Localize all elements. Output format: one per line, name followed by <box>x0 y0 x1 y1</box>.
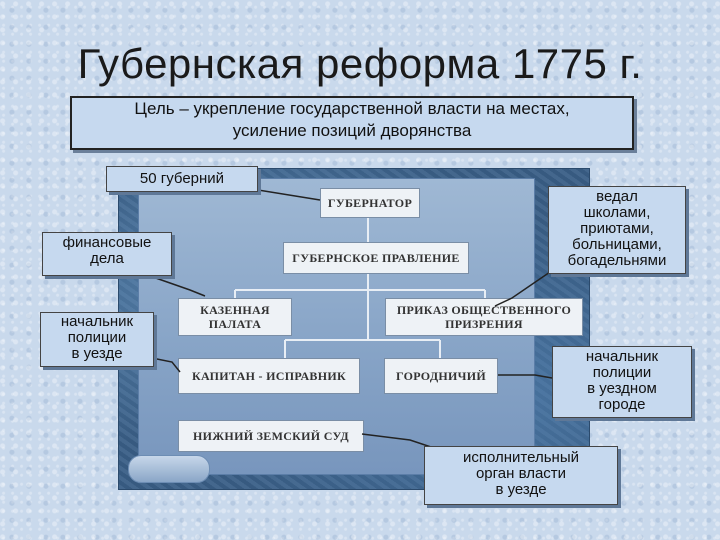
org-charity-line-1: ПРИКАЗ ОБЩЕСТВЕННОГО <box>396 303 572 317</box>
callout-executive-line-1: исполнительный <box>463 449 579 466</box>
org-lower-zemstvo-court: НИЖНИЙ ЗЕМСКИЙ СУД <box>178 420 364 452</box>
callout-executive-line-2: орган власти <box>475 465 567 482</box>
callout-finance-line-1: финансовые <box>62 234 152 251</box>
org-treasury: КАЗЕННАЯ ПАЛАТА <box>178 298 292 336</box>
org-public-charity: ПРИКАЗ ОБЩЕСТВЕННОГО ПРИЗРЕНИЯ <box>385 298 583 336</box>
callout-schools-hospitals: ведал школами, приютами, больницами, бог… <box>548 186 686 274</box>
callout-finance-line-2: дела <box>90 250 124 267</box>
callout-schools-line-3: приютами, <box>580 220 654 237</box>
goal-line-1: Цель – укрепление государственной власти… <box>134 99 570 118</box>
callout-50-provinces-text: 50 губерний <box>139 170 225 187</box>
callout-police-uezd-line-2: полиции <box>67 329 127 346</box>
callout-finance: финансовые дела <box>42 232 172 276</box>
org-treasury-line-2: ПАЛАТА <box>208 317 262 331</box>
callout-police-uezd-line-1: начальник <box>60 313 134 330</box>
callout-police-uezd-line-3: в уезде <box>71 345 123 362</box>
callout-police-city-line-3: в уездном <box>587 380 657 397</box>
org-governor: ГУБЕРНАТОР <box>320 188 420 218</box>
callout-police-city-line-1: начальник <box>585 348 659 365</box>
org-treasury-line-1: КАЗЕННАЯ <box>200 303 270 317</box>
goal-line-2: усиление позиций дворянства <box>232 121 472 140</box>
org-gorodnichy: ГОРОДНИЧИЙ <box>384 358 498 394</box>
scroll-roll <box>128 455 210 483</box>
org-captain-ispravnik: КАПИТАН - ИСПРАВНИК <box>178 358 360 394</box>
callout-police-city-line-4: городе <box>598 396 646 413</box>
callout-50-provinces: 50 губерний <box>106 166 258 192</box>
callout-schools-line-4: больницами, <box>572 236 662 253</box>
callout-police-city-line-2: полиции <box>592 364 652 381</box>
goal-box: Цель – укрепление государственной власти… <box>70 96 634 150</box>
callout-police-city: начальник полиции в уездном городе <box>552 346 692 418</box>
callout-schools-line-5: богадельнями <box>567 252 667 269</box>
org-charity-line-2: ПРИЗРЕНИЯ <box>445 317 523 331</box>
callout-schools-line-2: школами, <box>583 204 651 221</box>
callout-executive-body: исполнительный орган власти в уезде <box>424 446 618 505</box>
slide-title: Губернская реформа 1775 г. <box>77 40 643 87</box>
callout-executive-line-3: в уезде <box>495 481 547 498</box>
callout-police-uezd: начальник полиции в уезде <box>40 312 154 367</box>
org-provincial-board: ГУБЕРНСКОЕ ПРАВЛЕНИЕ <box>283 242 469 274</box>
callout-schools-line-1: ведал <box>596 188 638 205</box>
